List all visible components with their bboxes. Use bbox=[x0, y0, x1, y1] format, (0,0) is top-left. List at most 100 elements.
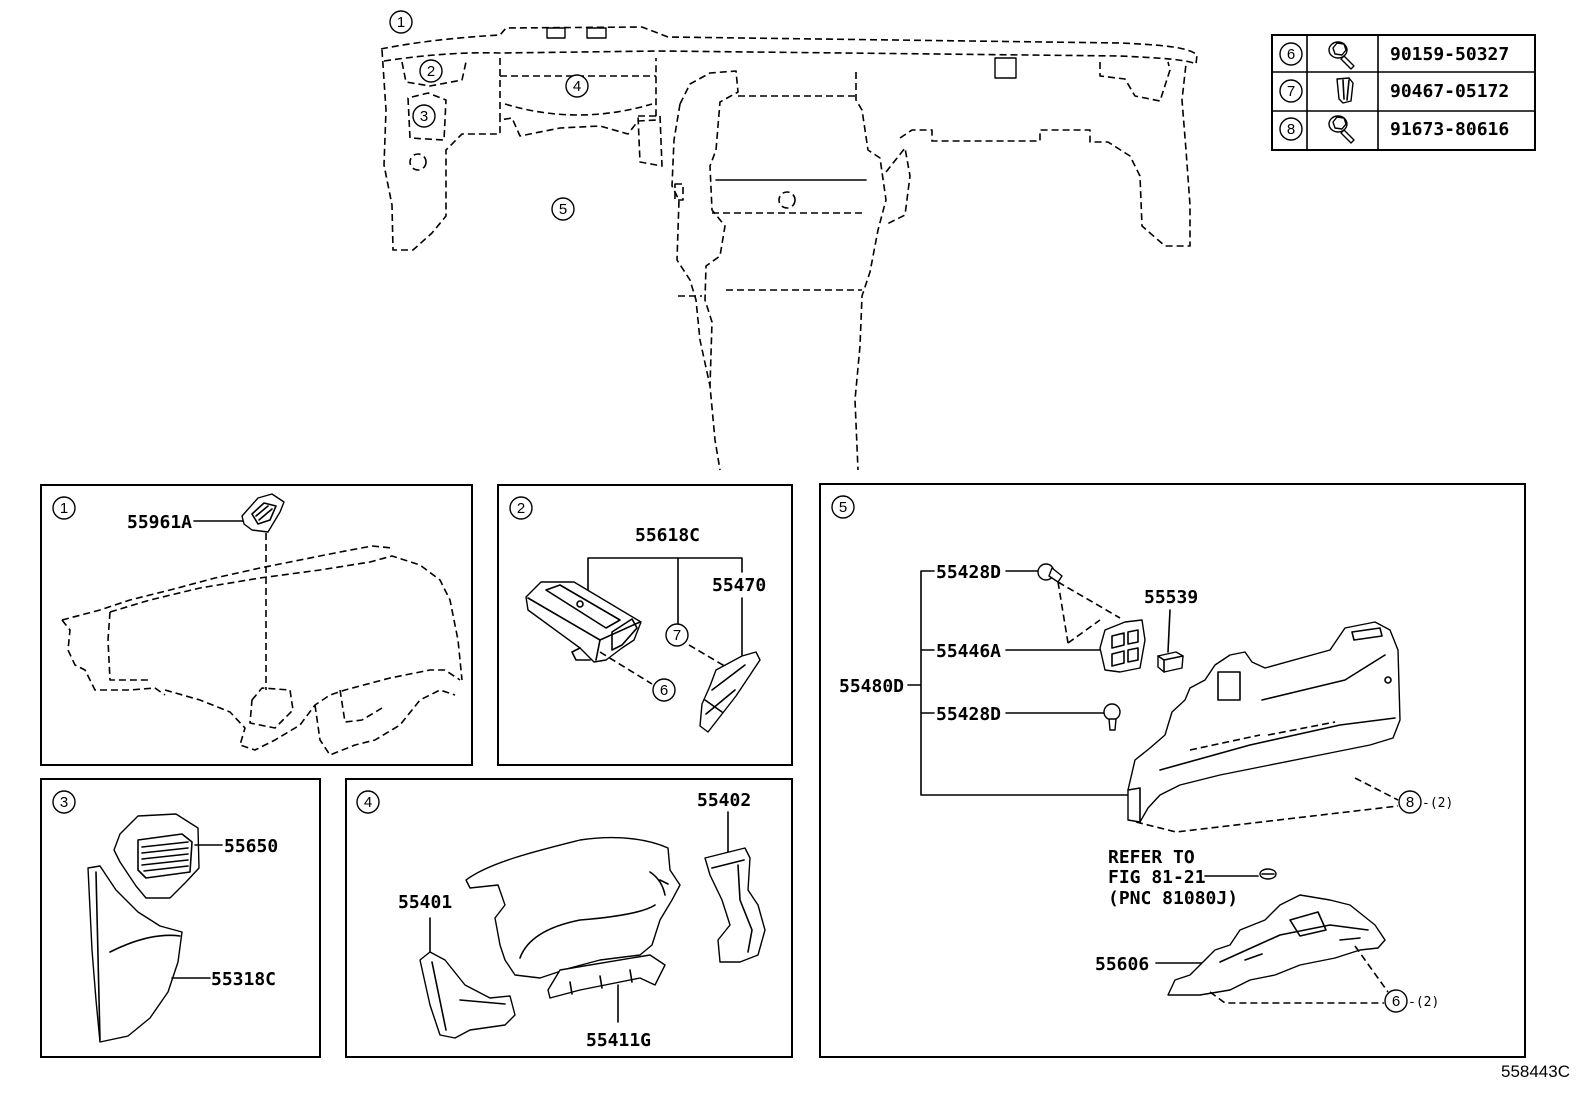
panel-drawing bbox=[699, 651, 761, 733]
detail-5-callout-6: 6 bbox=[1384, 989, 1408, 1013]
detail-box-5-border bbox=[819, 483, 1526, 1058]
detail-2-callout: 2 bbox=[509, 496, 533, 520]
fastener-part-number: 90467-05172 bbox=[1390, 81, 1509, 102]
detail-5-callout-8: 8 bbox=[1398, 790, 1422, 814]
callout-quantity: -(2) bbox=[1408, 995, 1439, 1010]
dashboard-vent-right bbox=[586, 27, 607, 39]
center-stack-right bbox=[854, 72, 887, 471]
detail-5-callout: 5 bbox=[831, 495, 855, 519]
part-label-55402: 55402 bbox=[697, 790, 751, 811]
dashboard-overview: 1 2 3 4 5 bbox=[380, 10, 1198, 471]
dashboard-right-vent-area bbox=[1099, 61, 1171, 102]
fastener-part-number: 91673-80616 bbox=[1390, 119, 1509, 140]
center-stack-slot bbox=[674, 183, 684, 201]
overview-callout-2: 2 bbox=[419, 59, 443, 83]
callout-number: 6 bbox=[1392, 993, 1400, 1010]
detail-box-4: 4 55402 55411G 55401 bbox=[345, 778, 793, 1058]
part-label-55961a: 55961A bbox=[127, 512, 192, 533]
part-label-55539: 55539 bbox=[1144, 587, 1198, 608]
bulb-drawing bbox=[1259, 868, 1277, 880]
vent-part-drawing bbox=[241, 493, 285, 533]
leader-line bbox=[1167, 609, 1171, 653]
part-label-55428d-upper: 55428D bbox=[936, 562, 1001, 583]
callout-number: 7 bbox=[673, 627, 681, 644]
part-label-55446a: 55446A bbox=[936, 641, 1001, 662]
dashboard-bracket bbox=[637, 115, 663, 167]
part-label-55411g: 55411G bbox=[586, 1030, 651, 1051]
dashboard-left-end bbox=[381, 49, 501, 251]
fastener-ref: 8 bbox=[1287, 121, 1295, 138]
meter-hood-drawing bbox=[465, 836, 681, 999]
vent-mount-pocket bbox=[249, 687, 294, 729]
lower-panel-drawing bbox=[1167, 894, 1386, 996]
lower-screw-drawing bbox=[1103, 703, 1121, 731]
callout-number: 1 bbox=[397, 14, 405, 31]
fastener-row-7: 7 90467-05172 bbox=[1279, 77, 1509, 104]
part-label-55606: 55606 bbox=[1095, 954, 1149, 975]
detail-box-5: 5 55428D 55539 55446A 55480D 55428D bbox=[819, 483, 1526, 1058]
dashboard-section-outline bbox=[61, 545, 463, 756]
assembly-bracket-line bbox=[587, 557, 743, 656]
callout-number: 3 bbox=[60, 794, 68, 811]
overview-callout-1: 1 bbox=[389, 10, 413, 34]
callout-number: 2 bbox=[427, 63, 435, 80]
side-panel-drawing bbox=[87, 865, 183, 1043]
fastener-table: 6 90159-50327 7 90467-05172 8 bbox=[1271, 34, 1536, 151]
callout-number: 5 bbox=[839, 499, 847, 516]
reference-note-line-1: REFER TO bbox=[1108, 847, 1195, 868]
bracket-drawing bbox=[1099, 619, 1146, 673]
fastener-row-8: 8 91673-80616 bbox=[1279, 115, 1509, 144]
callout-quantity: -(2) bbox=[1422, 796, 1453, 811]
dashboard-left-lower-area bbox=[407, 92, 447, 141]
overview-callout-4: 4 bbox=[565, 74, 589, 98]
screw-guide-line bbox=[1354, 777, 1399, 801]
detail-box-4-border bbox=[345, 778, 793, 1058]
fastener-ref: 6 bbox=[1287, 46, 1295, 63]
detail-2-callout-7: 7 bbox=[665, 623, 689, 647]
dashboard-center-curve bbox=[504, 103, 653, 116]
clip-guide-line bbox=[688, 644, 729, 669]
reference-note-line-3: (PNC 81080J) bbox=[1108, 888, 1238, 909]
callout-number: 2 bbox=[517, 500, 525, 517]
dashboard-vent-left bbox=[546, 27, 566, 39]
center-stack-right-bracket bbox=[884, 147, 911, 226]
callout-number: 6 bbox=[660, 682, 668, 699]
fastener-part-number: 90159-50327 bbox=[1390, 44, 1509, 65]
callout-number: 4 bbox=[364, 794, 372, 811]
screw-guide-line bbox=[1135, 805, 1399, 833]
center-stack-hole bbox=[778, 191, 796, 209]
detail-1-callout: 1 bbox=[52, 496, 76, 520]
dashboard-top-edge bbox=[380, 26, 1198, 65]
bolt-washer-icon bbox=[1328, 41, 1355, 70]
overview-callout-3: 3 bbox=[412, 104, 436, 128]
detail-box-3-border bbox=[40, 778, 321, 1058]
right-panel-drawing bbox=[704, 847, 766, 963]
screw-guide-line bbox=[599, 651, 653, 685]
part-label-55318c: 55318C bbox=[211, 969, 276, 990]
overview-callout-5: 5 bbox=[551, 197, 575, 221]
glove-box-drawing bbox=[525, 581, 642, 663]
detail-box-2-border bbox=[497, 484, 793, 766]
screw-guide-line bbox=[1354, 945, 1389, 993]
left-panel-drawing bbox=[419, 951, 516, 1039]
detail-box-1: 1 55961A bbox=[40, 484, 473, 766]
fastener-table-grid bbox=[1271, 34, 1536, 151]
reference-note-line-2: FIG 81-21 bbox=[1108, 867, 1206, 888]
dashboard-center-area bbox=[499, 58, 657, 137]
diagram-code: 558443C bbox=[1501, 1062, 1570, 1081]
center-stack-left-inner bbox=[671, 103, 711, 387]
detail-box-3: 3 55650 55318C bbox=[40, 778, 321, 1058]
detail-3-callout: 3 bbox=[52, 790, 76, 814]
callout-number: 4 bbox=[573, 78, 581, 95]
detail-box-1-border bbox=[40, 484, 473, 766]
clip-icon bbox=[1336, 77, 1354, 104]
dashboard-center-block bbox=[994, 57, 1017, 79]
part-label-55401: 55401 bbox=[398, 892, 452, 913]
dashboard-top-lower-edge bbox=[383, 50, 1197, 65]
callout-number: 8 bbox=[1406, 794, 1414, 811]
detail-box-2: 2 55618C 55470 7 6 bbox=[497, 484, 793, 766]
callout-number: 3 bbox=[420, 108, 428, 125]
bolt-washer-icon bbox=[1328, 115, 1355, 144]
part-label-55618c: 55618C bbox=[635, 525, 700, 546]
